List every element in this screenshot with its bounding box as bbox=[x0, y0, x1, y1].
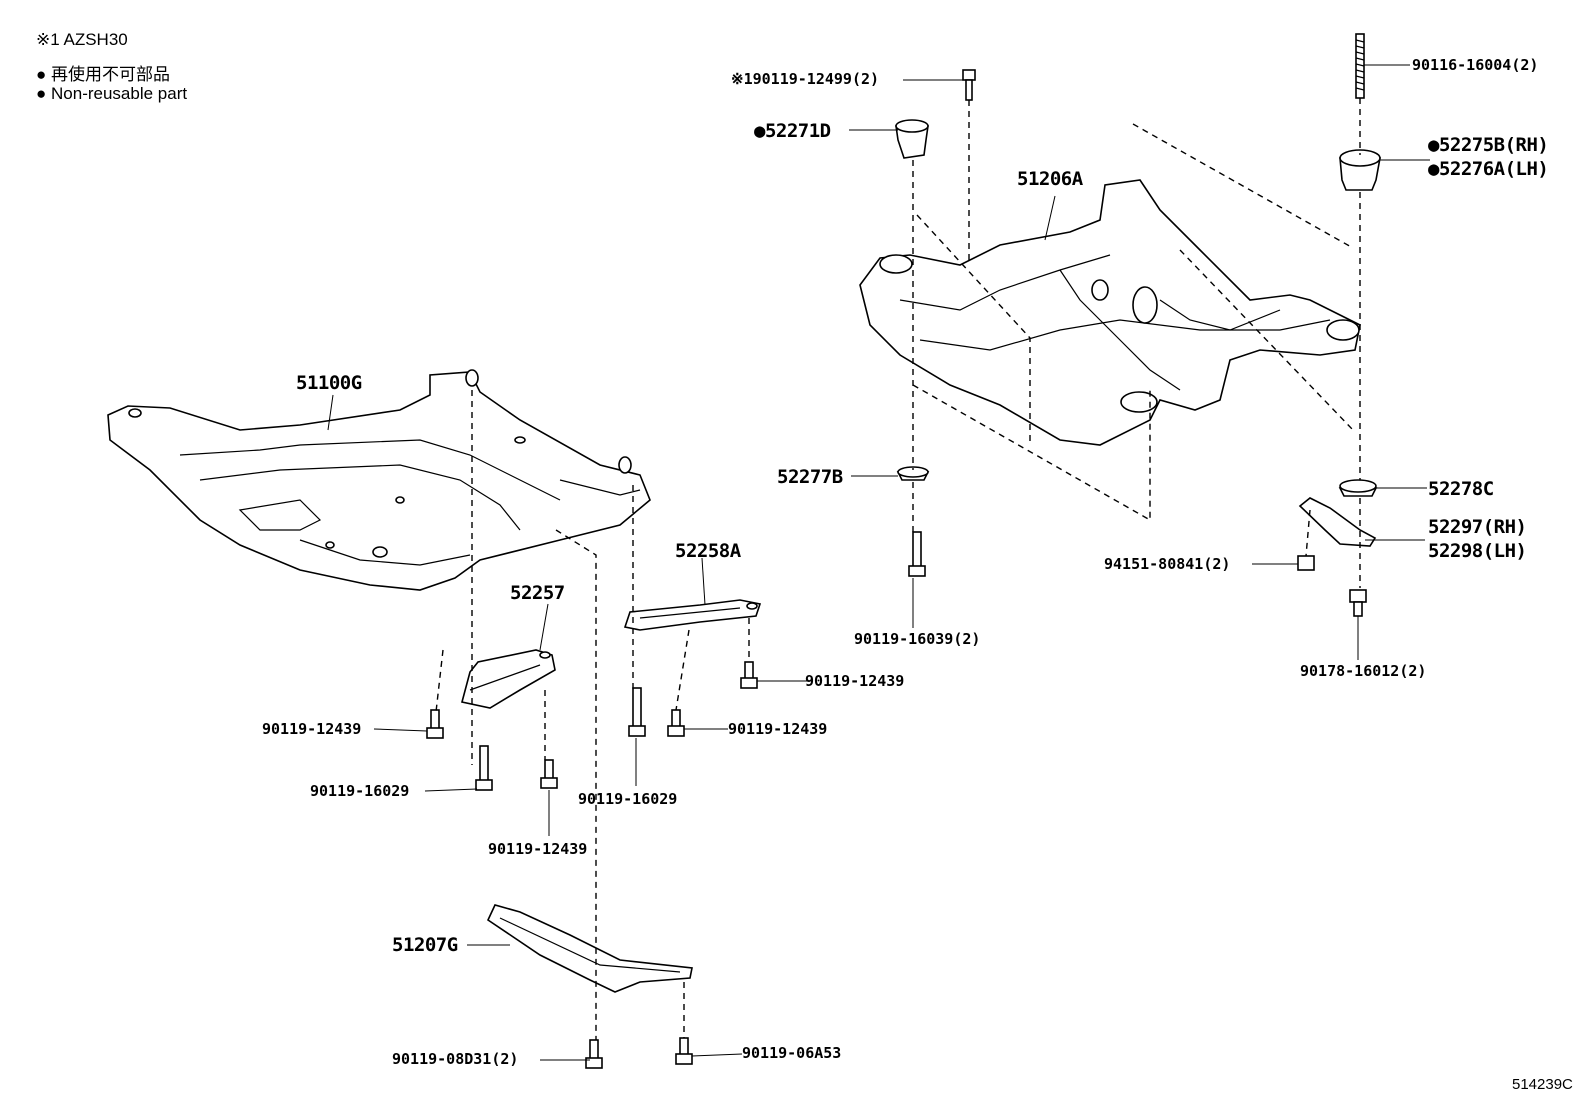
label-52298[interactable]: 52298(LH) bbox=[1428, 540, 1527, 562]
label-52271D[interactable]: ●52271D bbox=[754, 120, 831, 142]
legend-non-reusable-jp-text: 再使用不可部品 bbox=[51, 65, 171, 84]
legend-non-reusable-en-text: Non-reusable part bbox=[51, 84, 188, 103]
label-51207G[interactable]: 51207G bbox=[392, 934, 458, 956]
label-90178-16012[interactable]: 90178-16012(2) bbox=[1300, 662, 1427, 680]
bushing-52275B-drawing bbox=[1339, 149, 1381, 191]
stud-90116-16004-drawing bbox=[1355, 33, 1365, 99]
bracket-52257-drawing bbox=[461, 649, 556, 709]
brace-51207G-drawing bbox=[486, 904, 693, 993]
label-52275B[interactable]: ●52275B(RH) bbox=[1428, 134, 1549, 156]
label-52258A[interactable]: 52258A bbox=[675, 540, 741, 562]
bracket-52258A-drawing bbox=[623, 599, 762, 631]
label-90119-12439-a[interactable]: 90119-12439 bbox=[262, 720, 362, 738]
label-90119-16039[interactable]: 90119-16039(2) bbox=[854, 630, 981, 648]
label-94151-80841[interactable]: 94151-80841(2) bbox=[1104, 555, 1231, 573]
legend-non-reusable-jp: ● 再使用不可部品 bbox=[36, 60, 170, 85]
label-90119-12499[interactable]: ※190119-12499(2) bbox=[731, 70, 880, 88]
label-90119-16029-a[interactable]: 90119-16029 bbox=[310, 782, 410, 800]
bushing-52271D-drawing bbox=[895, 119, 929, 159]
bullet-icon: ● bbox=[36, 84, 47, 103]
stopper-52278C-drawing bbox=[1338, 479, 1378, 497]
rear-crossmember-dashed-outline bbox=[912, 123, 1354, 522]
label-90119-06A53[interactable]: 90119-06A53 bbox=[742, 1044, 842, 1062]
crossmember-51206A-drawing bbox=[859, 179, 1361, 446]
label-90119-12439-d[interactable]: 90119-12439 bbox=[805, 672, 905, 690]
label-52278C[interactable]: 52278C bbox=[1428, 478, 1494, 500]
bracket-52297-drawing bbox=[1298, 497, 1377, 547]
label-90119-12439-c[interactable]: 90119-12439 bbox=[728, 720, 828, 738]
label-51100G[interactable]: 51100G bbox=[296, 372, 362, 394]
legend-non-reusable-en: ● Non-reusable part bbox=[36, 84, 187, 104]
crossmember-51100G-drawing bbox=[107, 369, 651, 591]
stopper-52277B-drawing bbox=[896, 466, 930, 481]
label-52276A[interactable]: ●52276A(LH) bbox=[1428, 158, 1549, 180]
figure-code: 514239C bbox=[1512, 1076, 1573, 1093]
label-90119-12439-b[interactable]: 90119-12439 bbox=[488, 840, 588, 858]
leader-lines bbox=[327, 64, 1430, 1061]
label-90116-16004[interactable]: 90116-16004(2) bbox=[1412, 56, 1539, 74]
label-52257[interactable]: 52257 bbox=[510, 582, 565, 604]
assembly-dashed-lines bbox=[435, 98, 1361, 1040]
label-90119-16029-b[interactable]: 90119-16029 bbox=[578, 790, 678, 808]
label-90119-08D31[interactable]: 90119-08D31(2) bbox=[392, 1050, 519, 1068]
bullet-icon: ● bbox=[36, 65, 47, 84]
label-52297[interactable]: 52297(RH) bbox=[1428, 516, 1527, 538]
label-52277B[interactable]: 52277B bbox=[777, 466, 843, 488]
legend-note-ref: ※1 AZSH30 bbox=[36, 30, 128, 49]
label-51206A[interactable]: 51206A bbox=[1017, 168, 1083, 190]
